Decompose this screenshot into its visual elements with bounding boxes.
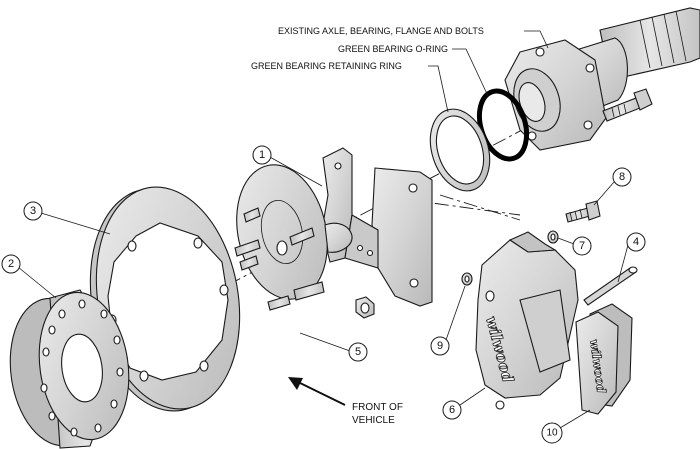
front-of-vehicle-arrow xyxy=(288,377,346,406)
axle-leader xyxy=(524,30,549,49)
hub-adapter xyxy=(234,164,353,311)
bubble-3 xyxy=(23,201,43,221)
bubble-5 xyxy=(348,342,368,362)
bubble-1 xyxy=(252,145,272,165)
washer-9 xyxy=(461,272,473,286)
part-number-1: 1 xyxy=(259,149,265,161)
bubble-4 xyxy=(626,232,646,252)
brake-pads: wilwood xyxy=(575,303,633,415)
callout-retaining-ring: GREEN BEARING RETAINING RING xyxy=(251,61,402,71)
direction-line-1: FRONT OF xyxy=(352,402,403,413)
callout-axle: EXISTING AXLE, BEARING, FLANGE AND BOLTS xyxy=(278,26,484,36)
rotor-hat xyxy=(9,289,130,449)
direction-line-2: VEHICLE xyxy=(352,415,395,426)
caliper-bolt xyxy=(565,200,601,223)
bearing-retaining-ring xyxy=(429,108,491,192)
bubble-6 xyxy=(442,400,462,420)
bubble-10 xyxy=(541,422,563,444)
o-ring-leader xyxy=(452,48,489,97)
part-number-3: 3 xyxy=(30,205,36,217)
cotter-pin xyxy=(583,266,638,306)
part-callouts: 1 3 2 5 9 6 7 8 4 10 xyxy=(1,145,646,444)
callout-o-ring: GREEN BEARING O-RING xyxy=(338,44,448,54)
jam-nut xyxy=(355,296,375,319)
part-number-7: 7 xyxy=(579,240,585,252)
part-number-10: 10 xyxy=(546,428,558,439)
washer-7 xyxy=(547,230,559,244)
part-number-5: 5 xyxy=(355,346,361,358)
retaining-ring-leader xyxy=(428,65,449,113)
bubble-8 xyxy=(612,167,632,187)
part-number-2: 2 xyxy=(8,258,14,270)
axle-assembly xyxy=(504,7,700,151)
part-number-4: 4 xyxy=(633,236,639,248)
bubble-9 xyxy=(430,336,450,356)
part-number-8: 8 xyxy=(619,171,625,183)
caliper-mount-centerline xyxy=(439,194,521,221)
part-number-6: 6 xyxy=(449,404,455,416)
bubble-7 xyxy=(572,236,592,256)
brake-caliper: wilwood xyxy=(475,231,579,410)
part-number-9: 9 xyxy=(437,340,443,352)
bubble-2 xyxy=(1,254,21,274)
